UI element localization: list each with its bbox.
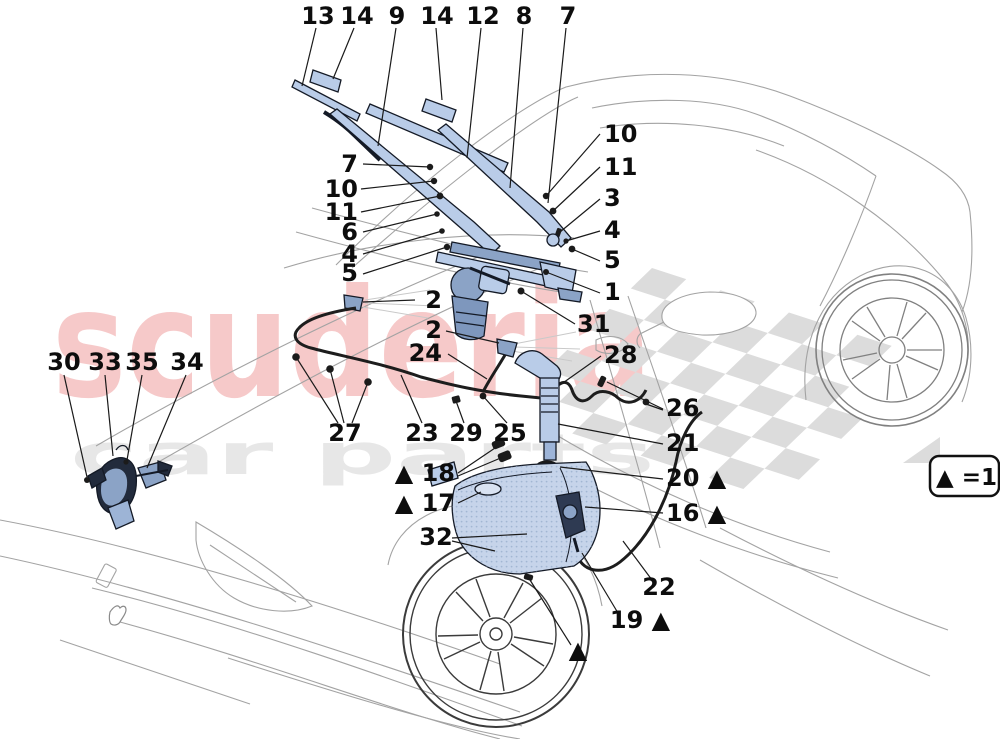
callout-4-right: 4 [604,216,621,244]
callout-3: 3 [604,184,621,212]
legend-label: ▲ =15 [936,465,1000,491]
washer-pump [555,491,586,553]
callout-19: 19 ▲ [610,606,671,634]
washer-nozzle-right [496,338,518,358]
callout-9: 9 [389,2,406,30]
callout-32: 32 [419,523,452,551]
door-mirror [661,291,757,336]
ferrari-script-badge [95,563,117,588]
wiper-blade-left [291,79,361,122]
washer-hoses [293,306,703,572]
callout-14a: 14 [340,2,373,30]
callout-27: 27 [328,419,361,447]
callout-8: 8 [516,2,533,30]
callout-33: 33 [88,348,121,376]
callout-2b: 2 [425,316,442,344]
callout-20: 20 ▲ [666,464,727,492]
callout-24: 24 [409,339,442,367]
callout-18: ▲ 18 [395,459,455,487]
callout-12: 12 [466,2,499,30]
wiper-motor-assembly [435,233,583,341]
callout-5-right: 5 [604,246,621,274]
wiper-arm-driver [328,108,501,256]
callout-29: 29 [449,419,482,447]
callout-23: 23 [405,419,438,447]
blade-cap-right [421,98,457,123]
washer-nozzle-left [343,294,364,312]
callout-2a: 2 [425,286,442,314]
callout-4-left: 4 [341,240,358,268]
washer-reservoir [427,461,601,575]
callout-35: 35 [125,348,158,376]
rear-wheel [815,273,969,427]
front-bracket-assembly [84,444,173,530]
callout-16: 16 ▲ [666,499,727,527]
callout-21: 21 [666,429,699,457]
callout-25: 25 [493,419,526,447]
callout-13: 13 [301,2,334,30]
callout-11-right: 11 [604,153,637,181]
callout-14b: 14 [420,2,453,30]
callout-triangle: ▲ [569,636,588,664]
callout-10-right: 10 [604,120,637,148]
callout-26: 26 [666,394,699,422]
legend-box: ▲ =15 [928,454,1000,498]
callout-5-left: 5 [341,259,358,287]
callout-6: 6 [341,218,358,246]
callout-17: ▲ 17 [395,489,455,517]
callout-7-top: 7 [560,2,577,30]
callout-28: 28 [604,341,637,369]
callout-30: 30 [47,348,80,376]
callout-10-left: 10 [325,175,358,203]
callout-7-left: 7 [341,150,358,178]
flag-corner-triangle [903,437,940,463]
blade-cap-left [309,69,342,93]
callout-labels: 13 14 9 14 12 8 7 10 11 3 4 5 1 31 7 10 … [47,2,726,664]
callout-22: 22 [642,573,675,601]
filler-neck [514,350,562,461]
callout-11-left: 11 [325,198,358,226]
prancing-horse-emblem [108,605,127,626]
wiper-arm-passenger [436,123,572,248]
callout-1: 1 [604,278,621,306]
callout-31: 31 [577,310,610,338]
leader-lines [63,27,664,646]
callout-34: 34 [170,348,203,376]
